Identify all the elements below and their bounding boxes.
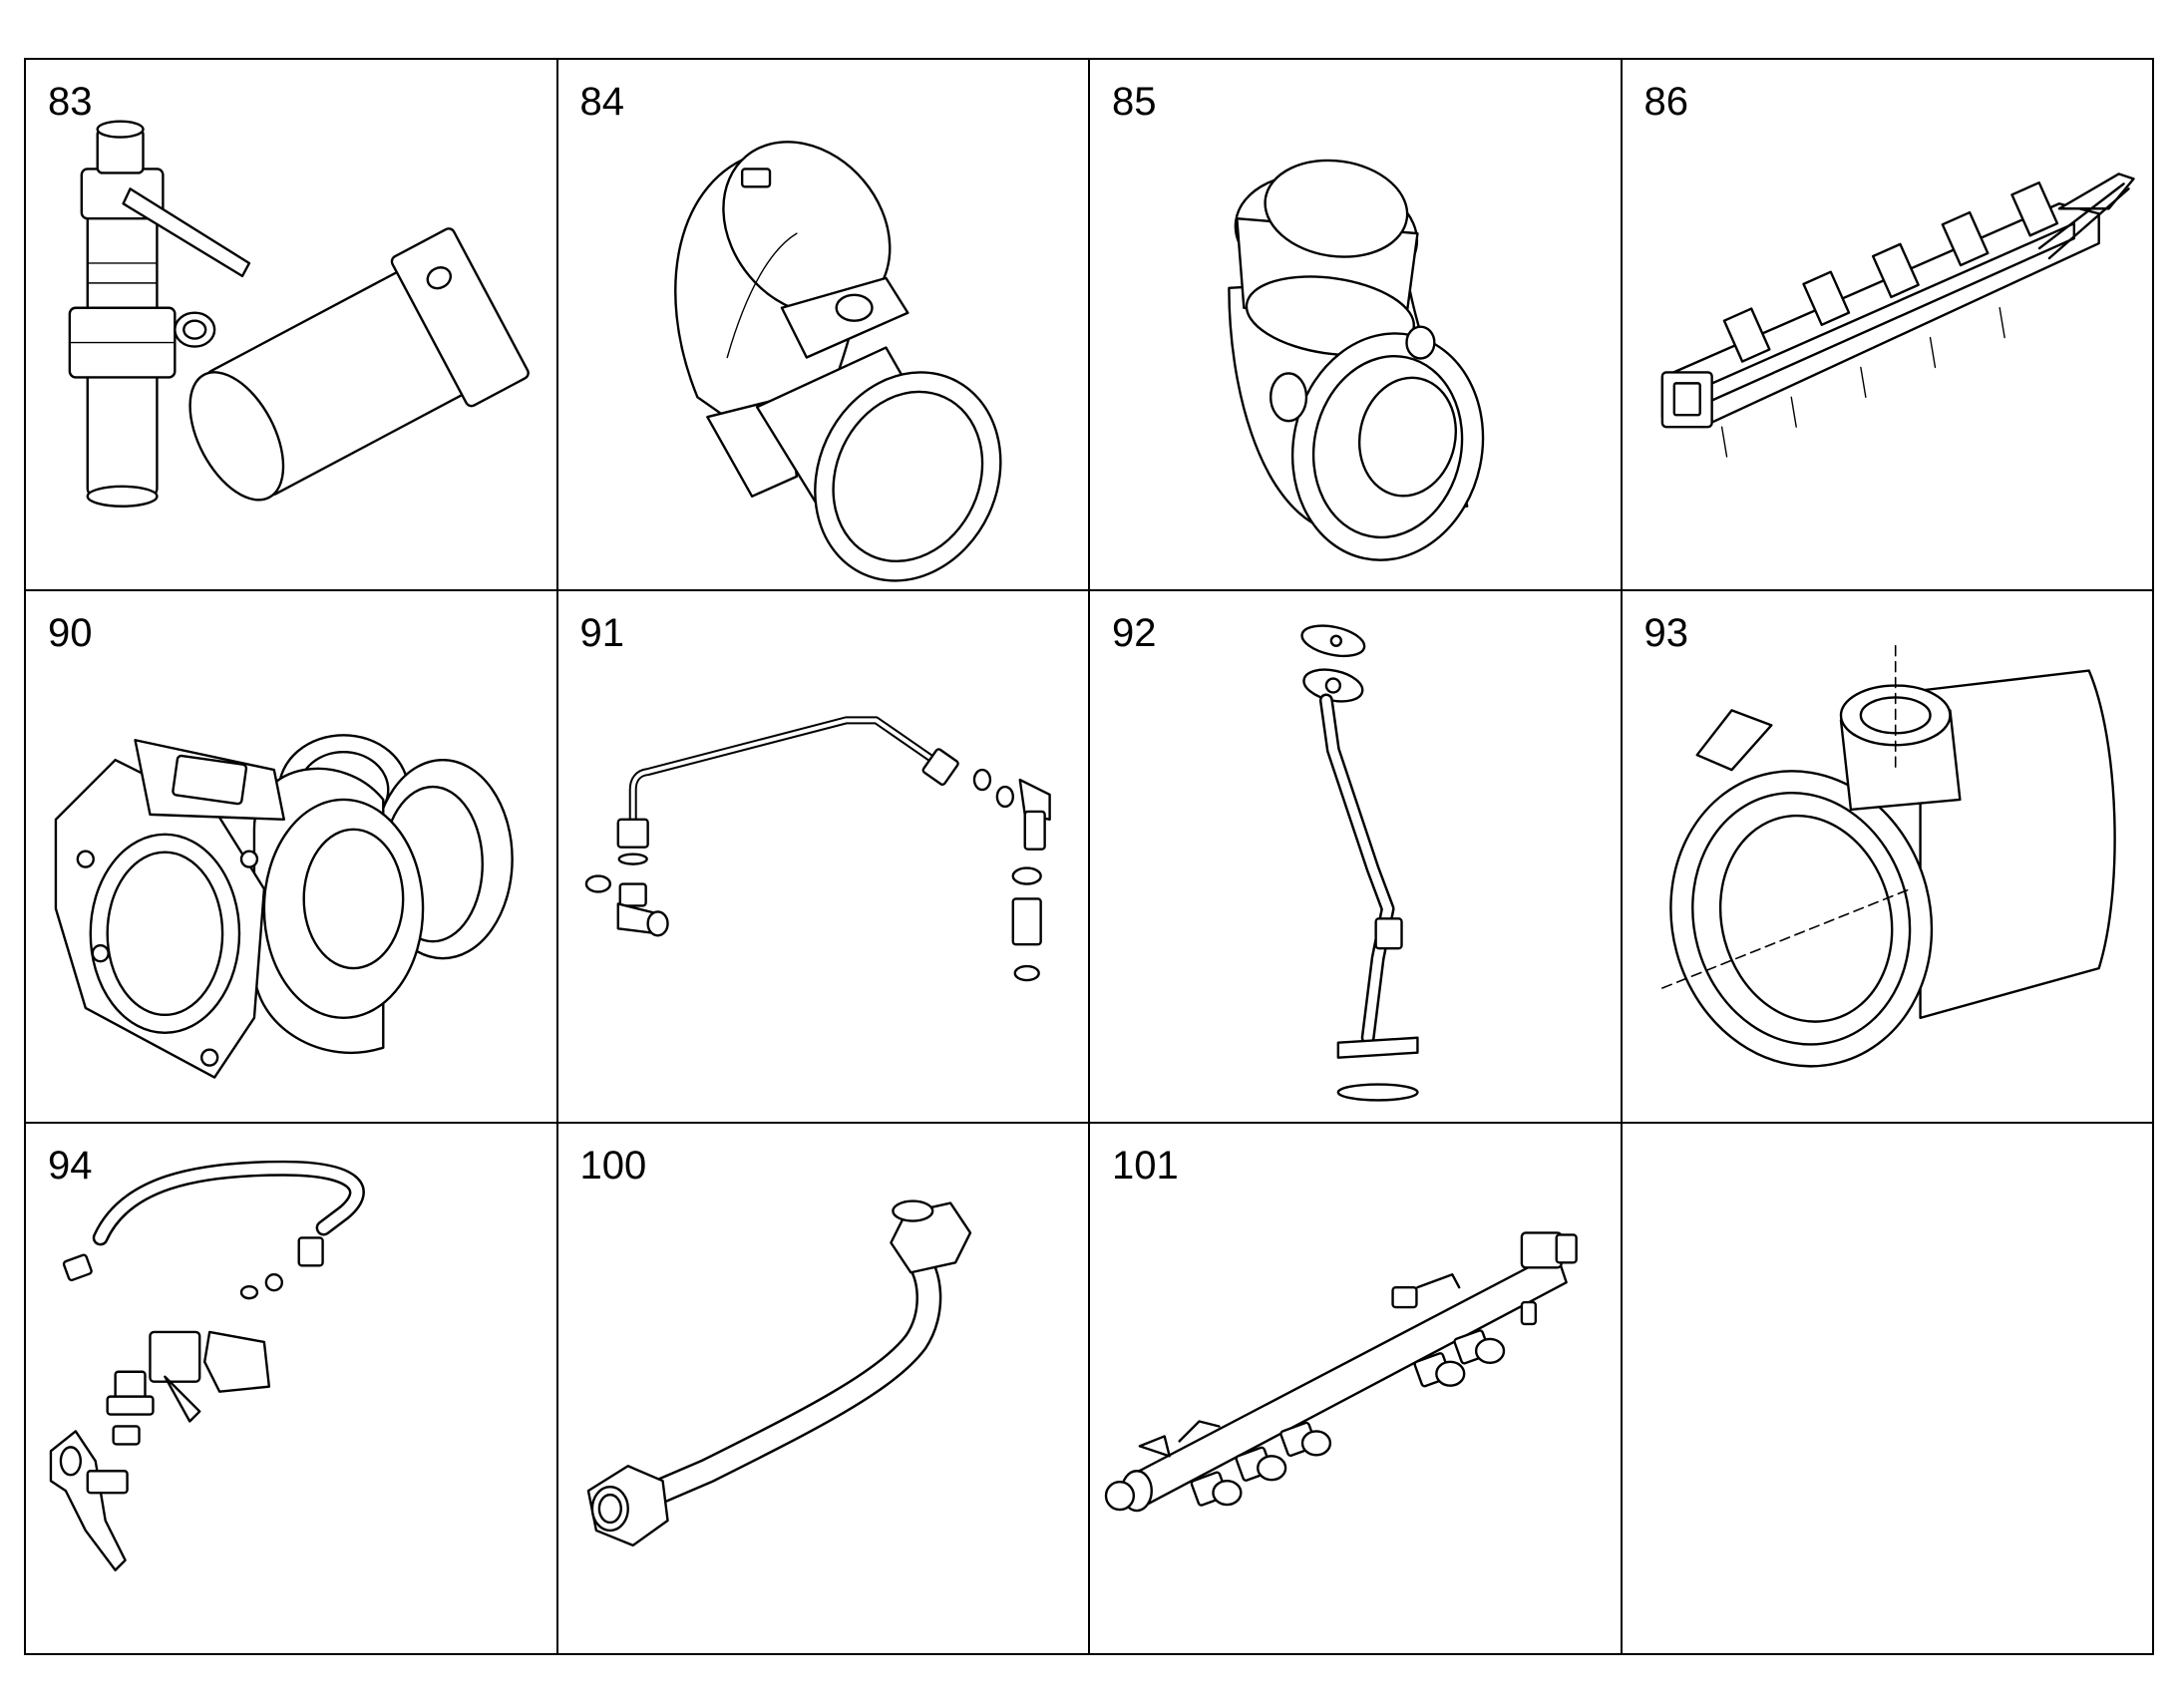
part-cell-100[interactable]: 100 <box>557 1123 1090 1655</box>
part-cell-84[interactable]: 84 <box>557 60 1090 592</box>
part-number: 86 <box>1643 80 1689 124</box>
sensor-bracket-kit-icon <box>49 1160 365 1571</box>
part-number: 85 <box>1112 80 1157 124</box>
parts-grid: 83 84 <box>24 58 2154 1655</box>
part-number: 94 <box>48 1143 93 1188</box>
part-number: 101 <box>1112 1143 1179 1188</box>
part-cell-83[interactable]: 83 <box>26 60 558 592</box>
part-number: 91 <box>579 611 625 656</box>
part-number: 92 <box>1112 611 1157 656</box>
part-cell-empty <box>1622 1123 2154 1655</box>
oil-return-tube-icon <box>1300 624 1419 1102</box>
part-number: 83 <box>48 80 93 124</box>
oil-line-kit-icon <box>584 716 1051 982</box>
part-number: 100 <box>579 1143 647 1188</box>
throttle-housing-icon <box>1228 159 1485 561</box>
part-cell-92[interactable]: 92 <box>1090 591 1623 1124</box>
part-number: 90 <box>48 611 93 656</box>
part-number: 84 <box>579 80 625 124</box>
elbow-pipe-icon <box>673 141 1002 582</box>
part-cell-93[interactable]: 93 <box>1622 591 2154 1124</box>
part-cell-90[interactable]: 90 <box>26 591 558 1124</box>
shutoff-valve-and-plug-icon <box>68 120 530 508</box>
air-housing-icon <box>1660 645 2116 1068</box>
turbocharger-icon <box>54 734 514 1080</box>
intake-manifold-icon <box>1660 172 2135 458</box>
fuel-line-icon <box>586 1199 971 1546</box>
part-cell-94[interactable]: 94 <box>26 1123 558 1655</box>
part-cell-101[interactable]: 101 <box>1090 1123 1623 1655</box>
part-cell-86[interactable]: 86 <box>1622 60 2154 592</box>
part-number: 93 <box>1643 611 1689 656</box>
fuel-rail-icon <box>1104 1230 1578 1512</box>
part-cell-91[interactable]: 91 <box>557 591 1090 1124</box>
part-cell-85[interactable]: 85 <box>1090 60 1623 592</box>
